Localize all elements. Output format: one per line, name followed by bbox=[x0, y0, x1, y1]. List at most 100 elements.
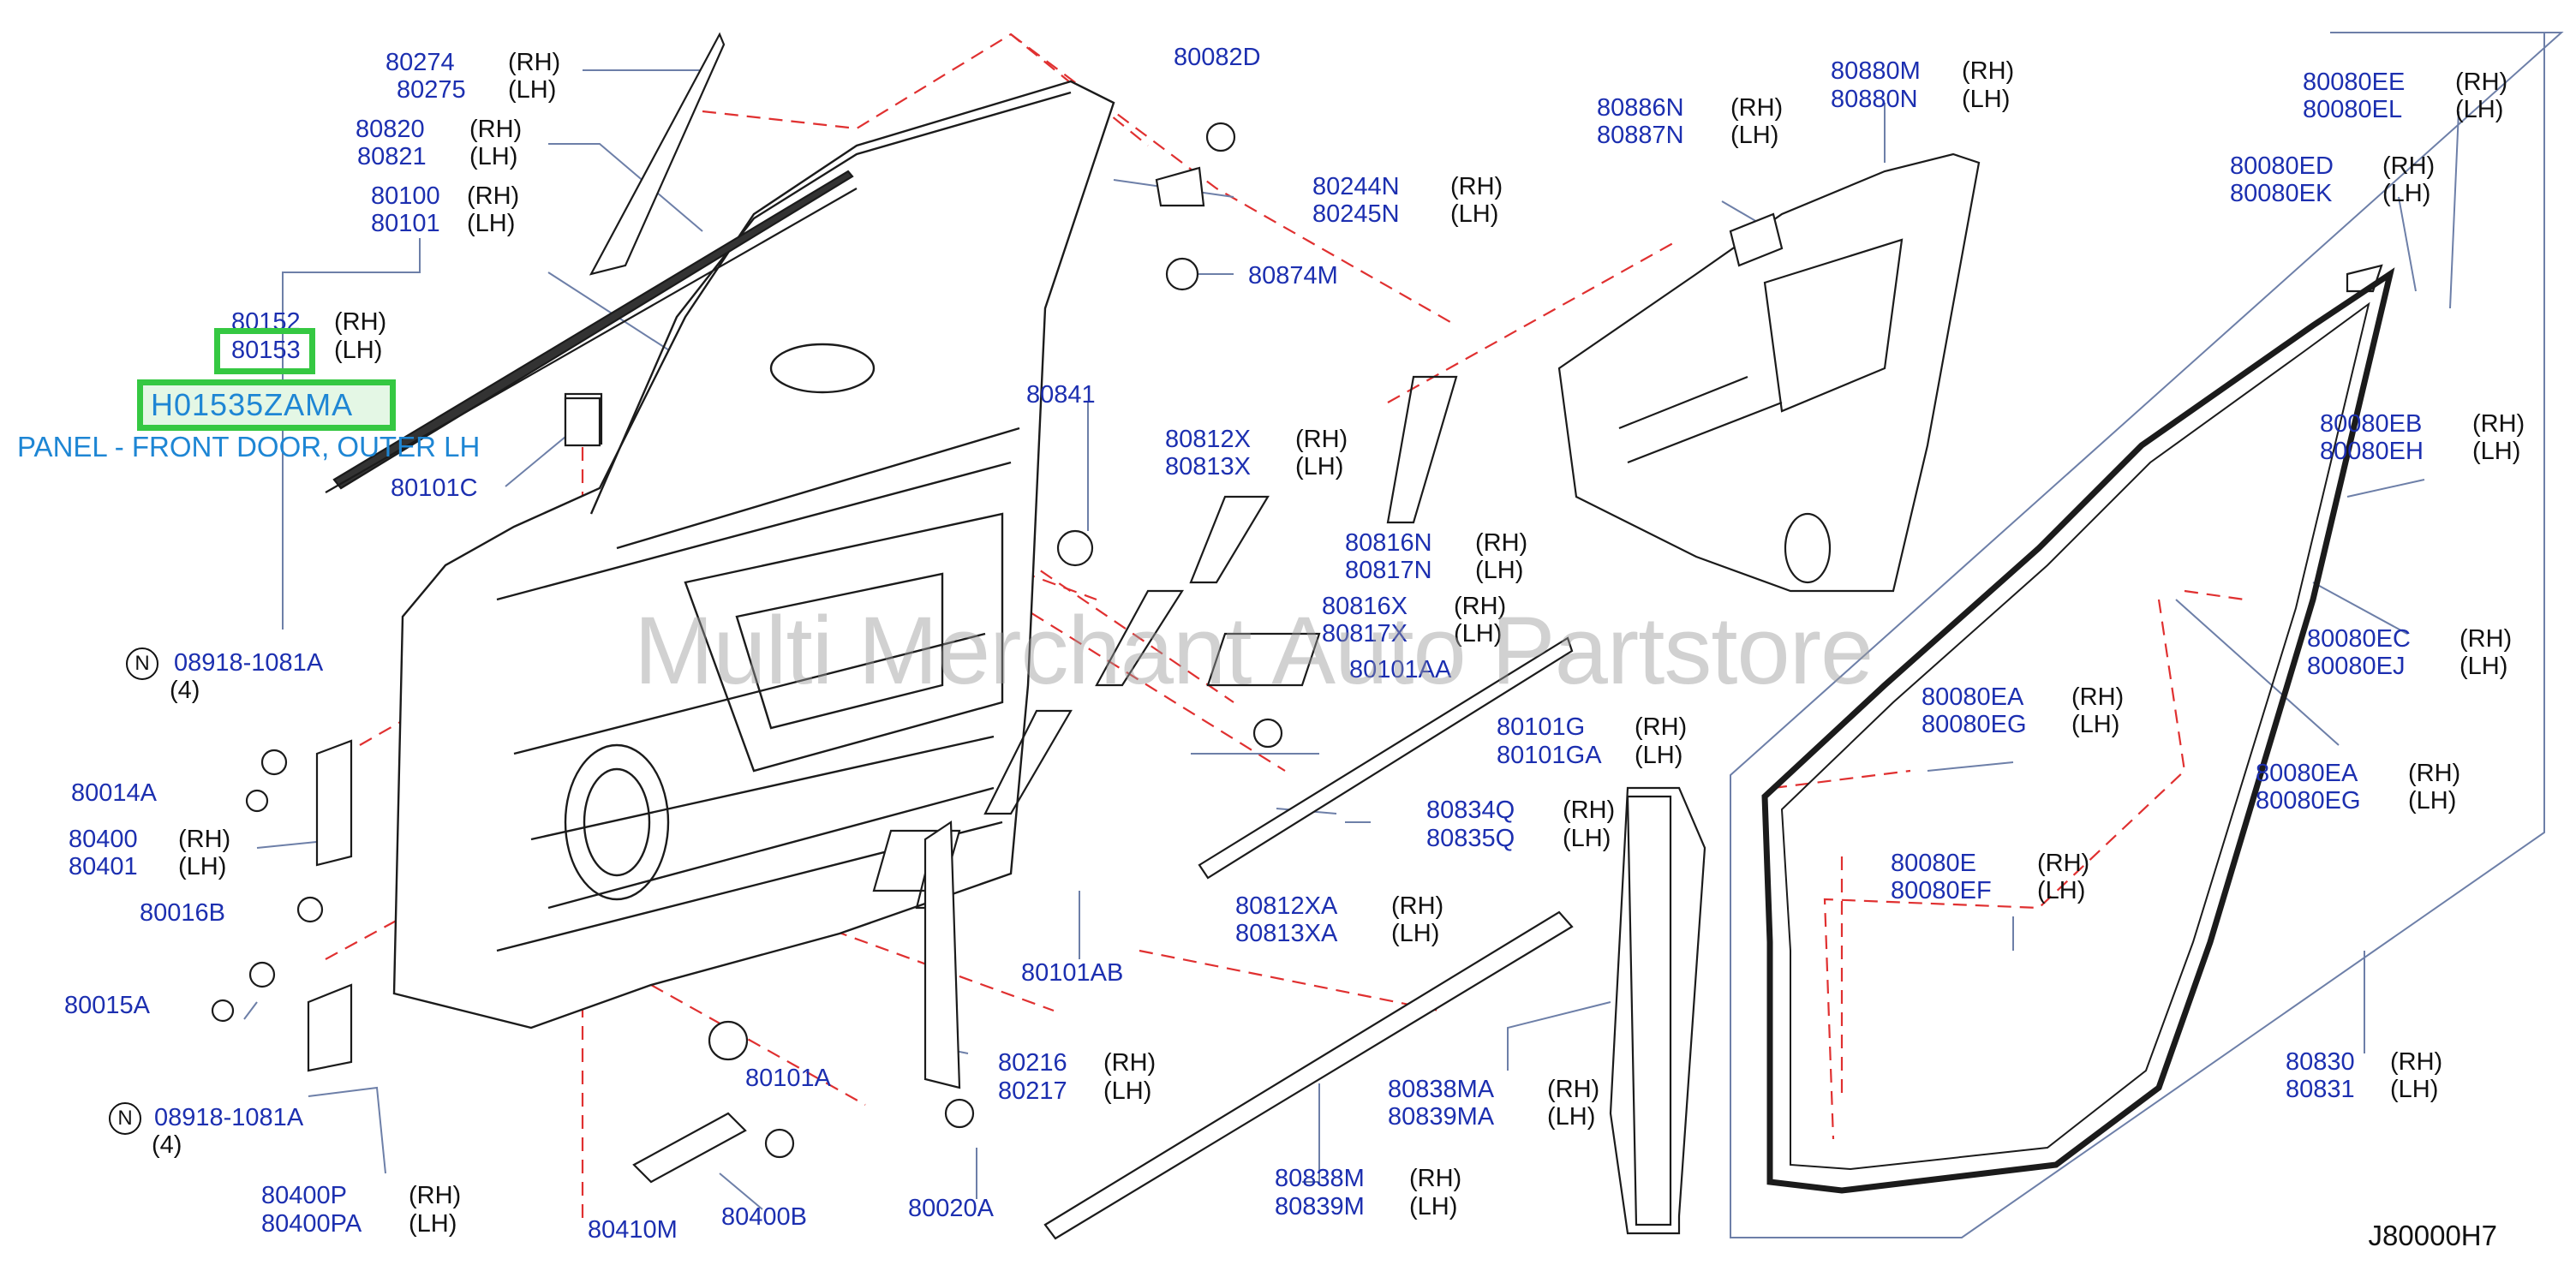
part-number-80080eh[interactable]: 80080EH bbox=[2320, 438, 2424, 465]
side-rh: (RH) bbox=[1635, 713, 1688, 741]
side-rh: (RH) bbox=[2037, 850, 2090, 877]
part-number-80880m[interactable]: 80880M bbox=[1831, 57, 1921, 85]
highlight-frame bbox=[214, 328, 315, 374]
part-number-80401[interactable]: 80401 bbox=[69, 853, 138, 880]
part-number-80080ef[interactable]: 80080EF bbox=[1891, 877, 1992, 904]
front-door-outer-panel bbox=[392, 80, 1115, 1029]
part-number-80812x[interactable]: 80812X bbox=[1165, 426, 1251, 453]
part-number-80015a[interactable]: 80015A bbox=[64, 992, 150, 1019]
part-number-80101g[interactable]: 80101G bbox=[1497, 713, 1586, 741]
door-trim-panel bbox=[1557, 152, 1981, 593]
part-number-80400p[interactable]: 80400P bbox=[261, 1182, 347, 1209]
part-number-80880n[interactable]: 80880N bbox=[1831, 86, 1918, 113]
part-number-80080ed[interactable]: 80080ED bbox=[2230, 152, 2334, 180]
part-number-80245n[interactable]: 80245N bbox=[1312, 200, 1400, 228]
part-number-80080ea[interactable]: 80080EA bbox=[2256, 760, 2358, 787]
n-symbol-icon: N bbox=[109, 1102, 141, 1135]
highlighted-part-description: PANEL - FRONT DOOR, OUTER LH bbox=[17, 431, 481, 462]
part-number-80275[interactable]: 80275 bbox=[397, 76, 466, 104]
part-number-80817x[interactable]: 80817X bbox=[1322, 620, 1408, 647]
part-number-80813xa[interactable]: 80813XA bbox=[1235, 920, 1338, 947]
side-lh: (LH) bbox=[334, 337, 383, 364]
side-rh: (RH) bbox=[1450, 173, 1503, 200]
part-number-80274[interactable]: 80274 bbox=[386, 49, 455, 76]
part-number-80834q[interactable]: 80834Q bbox=[1426, 797, 1515, 824]
part-number-80080eg[interactable]: 80080EG bbox=[1922, 711, 2027, 738]
side-rh: (RH) bbox=[1295, 426, 1348, 453]
side-lh: (LH) bbox=[1295, 453, 1344, 480]
part-number-80014a[interactable]: 80014A bbox=[71, 779, 157, 807]
part-number-80830[interactable]: 80830 bbox=[2286, 1048, 2355, 1076]
part-number-80080ee[interactable]: 80080EE bbox=[2303, 69, 2406, 96]
part-number-80838ma[interactable]: 80838MA bbox=[1388, 1076, 1495, 1103]
part-number-80816n[interactable]: 80816N bbox=[1345, 529, 1432, 557]
part-number-08918-1081a[interactable]: 08918-1081A bbox=[154, 1104, 304, 1131]
side-lh: (LH) bbox=[1409, 1193, 1458, 1220]
side-rh: (RH) bbox=[1475, 529, 1528, 557]
part-number-80080ek[interactable]: 80080EK bbox=[2230, 180, 2333, 207]
part-number-80101c[interactable]: 80101C bbox=[391, 474, 478, 502]
part-number-80831[interactable]: 80831 bbox=[2286, 1076, 2355, 1103]
part-number-80100[interactable]: 80100 bbox=[371, 182, 440, 210]
highlighted-part-number[interactable]: H01535ZAMA bbox=[151, 387, 354, 422]
part-number-80841[interactable]: 80841 bbox=[1026, 381, 1096, 409]
part-number-80101aa[interactable]: 80101AA bbox=[1349, 656, 1452, 683]
part-number-80080ej[interactable]: 80080EJ bbox=[2307, 653, 2406, 680]
part-number-80020a[interactable]: 80020A bbox=[908, 1195, 994, 1222]
part-number-80080eb[interactable]: 80080EB bbox=[2320, 410, 2423, 438]
part-number-80400pa[interactable]: 80400PA bbox=[261, 1210, 362, 1238]
part-number-80812xa[interactable]: 80812XA bbox=[1235, 892, 1338, 920]
part-number-80153[interactable]: 80153 bbox=[231, 337, 301, 364]
side-rh: (RH) bbox=[469, 116, 523, 143]
part-number-80816x[interactable]: 80816X bbox=[1322, 593, 1408, 620]
side-lh: (LH) bbox=[2472, 438, 2521, 465]
part-number-80839ma[interactable]: 80839MA bbox=[1388, 1103, 1495, 1131]
side-lh: (LH) bbox=[178, 853, 227, 880]
part-number-08918-1081a[interactable]: 08918-1081A bbox=[174, 649, 324, 677]
part-number-80080eg[interactable]: 80080EG bbox=[2256, 787, 2361, 815]
side-rh: (RH) bbox=[1391, 892, 1444, 920]
part-number-80400b[interactable]: 80400B bbox=[721, 1203, 807, 1231]
part-number-80101[interactable]: 80101 bbox=[371, 210, 440, 237]
side-rh: (RH) bbox=[1962, 57, 2015, 85]
side-lh: (LH) bbox=[1962, 86, 2011, 113]
part-number-80839m[interactable]: 80839M bbox=[1275, 1193, 1365, 1220]
part-number-80886n[interactable]: 80886N bbox=[1597, 94, 1684, 122]
part-number-80838m[interactable]: 80838M bbox=[1275, 1165, 1365, 1192]
part-number-80082d[interactable]: 80082D bbox=[1174, 44, 1261, 71]
part-number-80216[interactable]: 80216 bbox=[998, 1049, 1067, 1077]
diagram-code: J80000H7 bbox=[2368, 1220, 2497, 1251]
part-number-80016b[interactable]: 80016B bbox=[140, 899, 225, 927]
part-number-80080ea[interactable]: 80080EA bbox=[1922, 683, 2024, 711]
side-lh: (LH) bbox=[2455, 96, 2504, 123]
side-rh: (RH) bbox=[1454, 593, 1507, 620]
part-number-80101ab[interactable]: 80101AB bbox=[1021, 959, 1124, 987]
part-number-80874m[interactable]: 80874M bbox=[1248, 262, 1338, 289]
side-rh: (RH) bbox=[1103, 1049, 1157, 1077]
seal-group-frame bbox=[1730, 32, 2564, 1238]
side-lh: (LH) bbox=[1103, 1077, 1152, 1105]
side-rh: (RH) bbox=[409, 1182, 462, 1209]
side-lh: (LH) bbox=[1391, 920, 1440, 947]
part-number-80821[interactable]: 80821 bbox=[357, 143, 427, 170]
part-number-80410m[interactable]: 80410M bbox=[588, 1216, 678, 1244]
part-number-80101a[interactable]: 80101A bbox=[745, 1065, 831, 1092]
part-number-80400[interactable]: 80400 bbox=[69, 826, 138, 853]
n-symbol-icon: N bbox=[126, 647, 158, 680]
part-number-80101ga[interactable]: 80101GA bbox=[1497, 742, 1602, 769]
part-number-80820[interactable]: 80820 bbox=[356, 116, 425, 143]
part-number-80244n[interactable]: 80244N bbox=[1312, 173, 1400, 200]
side-rh: (RH) bbox=[1563, 797, 1616, 824]
part-number-80080e[interactable]: 80080E bbox=[1891, 850, 1976, 877]
part-number-80817n[interactable]: 80817N bbox=[1345, 557, 1432, 584]
part-number-80217[interactable]: 80217 bbox=[998, 1077, 1067, 1105]
side-lh: (LH) bbox=[508, 76, 557, 104]
part-number-80080el[interactable]: 80080EL bbox=[2303, 96, 2403, 123]
side-lh: (LH) bbox=[2459, 653, 2508, 680]
part-number-80887n[interactable]: 80887N bbox=[1597, 122, 1684, 149]
part-number-80835q[interactable]: 80835Q bbox=[1426, 825, 1515, 852]
part-number-80080ec[interactable]: 80080EC bbox=[2307, 625, 2411, 653]
part-number-80813x[interactable]: 80813X bbox=[1165, 453, 1251, 480]
watermark: Multi Merchant Auto Partstore bbox=[634, 597, 1874, 704]
